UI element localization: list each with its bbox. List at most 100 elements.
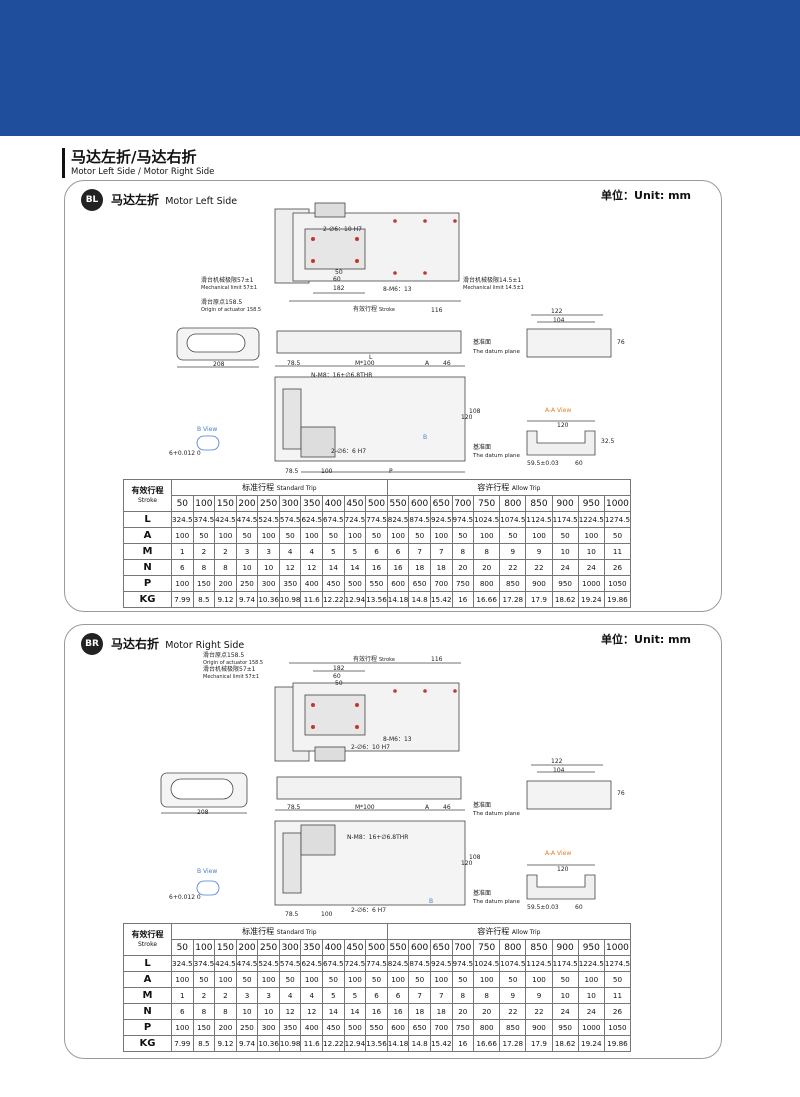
table-cell: 250 <box>235 575 259 592</box>
table-cell: 16.66 <box>473 591 501 608</box>
end-view-body <box>526 328 612 358</box>
mech-limit-zh: 滑台机械极限57±1 <box>203 665 256 673</box>
dim-50: 50 <box>335 269 343 276</box>
table-cell: 474.5 <box>235 511 259 528</box>
table-cell: 100 <box>577 527 605 544</box>
table-cell: 18 <box>429 1003 453 1020</box>
allow-trip-zh: 容许行程 <box>477 927 510 936</box>
table-cell: 900 <box>525 575 553 592</box>
table-cell: 50 <box>451 971 475 988</box>
dim-78-5b: 78.5 <box>285 911 299 918</box>
table-cell: 100 <box>473 971 501 988</box>
dim-60: 60 <box>333 276 341 283</box>
table-cell: 3 <box>257 987 280 1004</box>
stroke-cell: 850 <box>525 939 553 956</box>
stroke-cell: 900 <box>551 939 579 956</box>
table-cell: 874.5 <box>408 511 431 528</box>
dim-78-5b: 78.5 <box>285 468 299 475</box>
dim-208: 208 <box>197 809 209 816</box>
mech-limit-en: Mechanical limit 57±1 <box>201 285 257 291</box>
view-B-mark: B <box>429 898 433 905</box>
datum-en: The datum plane <box>472 349 520 355</box>
table-cell: 9.74 <box>235 1035 259 1052</box>
table-cell: 10 <box>257 559 280 576</box>
table-cell: 18 <box>408 559 431 576</box>
section-title-zh: 马达左折 <box>111 193 160 207</box>
end-view-body <box>526 780 612 810</box>
table-cell: 17.9 <box>525 591 553 608</box>
row-label: A <box>123 971 172 988</box>
table-cell: 4 <box>300 987 324 1004</box>
slider-block <box>304 694 366 736</box>
dim-108: 108 <box>469 854 481 861</box>
table-cell: 3 <box>235 543 259 560</box>
table-cell: 7.99 <box>171 591 194 608</box>
dim-76: 76 <box>617 790 625 797</box>
table-cell: 374.5 <box>192 511 216 528</box>
stroke-cell: 800 <box>499 939 527 956</box>
table-cell: 774.5 <box>365 511 388 528</box>
dim-120-side: 120 <box>461 860 473 867</box>
stroke-cell: 500 <box>365 939 388 956</box>
table-cell: 16 <box>451 591 475 608</box>
table-cell: 100 <box>257 527 280 544</box>
mech-limit2-zh: 滑台机械极限14.5±1 <box>463 276 521 284</box>
table-cell: 50 <box>235 971 259 988</box>
table-cell: 500 <box>343 1019 367 1036</box>
table-cell: 10 <box>235 1003 259 1020</box>
table-cell: 12.22 <box>322 591 345 608</box>
stroke-cell: 350 <box>300 495 324 512</box>
page-title-zh: 马达左折/马达右折 <box>71 148 197 166</box>
table-cell: 300 <box>257 575 280 592</box>
standard-trip-zh: 标准行程 <box>242 927 275 936</box>
table-cell: 4 <box>278 987 302 1004</box>
dim-60: 60 <box>333 673 341 680</box>
table-cell: 700 <box>429 1019 453 1036</box>
aa-view-label: A-A View <box>545 850 571 857</box>
stroke-cell: 1000 <box>603 495 632 512</box>
table-cell: 19.86 <box>603 1035 632 1052</box>
table-cell: 3 <box>235 987 259 1004</box>
table-cell: 924.5 <box>429 511 453 528</box>
dim-59-5: 59.5±0.03 <box>527 904 559 911</box>
table-cell: 24 <box>551 559 579 576</box>
table-cell: 1174.5 <box>551 511 579 528</box>
pin-hole-label: 2-∅6：10 H7 <box>323 226 362 233</box>
datum-en: The datum plane <box>472 811 520 817</box>
table-cell: 50 <box>451 527 475 544</box>
dim-60-aa: 60 <box>575 460 583 467</box>
table-cell: 10 <box>551 987 579 1004</box>
table-cell: 8 <box>473 987 501 1004</box>
table-cell: 6 <box>365 987 388 1004</box>
table-cell: 18 <box>408 1003 431 1020</box>
technical-drawing-right: 滑台原点158.5 Origin of actuator 158.5 滑台机械极… <box>160 651 625 918</box>
table-cell: 1024.5 <box>473 511 501 528</box>
stroke-cell: 200 <box>235 495 259 512</box>
table-cell: 550 <box>365 575 388 592</box>
table-cell: 14 <box>343 1003 367 1020</box>
dim-m100: M*100 <box>355 804 375 811</box>
standard-trip-zh: 标准行程 <box>242 483 275 492</box>
table-cell: 374.5 <box>192 955 216 972</box>
table-cell: 10 <box>235 559 259 576</box>
table-cell: 50 <box>499 971 527 988</box>
table-cell: 19.86 <box>603 591 632 608</box>
section-title-en: Motor Right Side <box>165 640 245 651</box>
stroke-cell: 400 <box>322 495 345 512</box>
table-cell: 7.99 <box>171 1035 194 1052</box>
table-cell: 1224.5 <box>577 955 605 972</box>
table-cell: 1000 <box>577 575 605 592</box>
panel-motor-left: BL 马达左折 Motor Left Side 单位：Unit: mm <box>64 180 722 612</box>
table-cell: 19.24 <box>577 591 605 608</box>
table-cell: 12.94 <box>343 1035 367 1052</box>
table-cell: 300 <box>257 1019 280 1036</box>
side-view-body <box>276 330 462 354</box>
table-cell: 700 <box>429 575 453 592</box>
table-cell: 11 <box>603 987 632 1004</box>
aa-view-profile <box>526 430 596 456</box>
dim-100: 100 <box>321 468 333 475</box>
